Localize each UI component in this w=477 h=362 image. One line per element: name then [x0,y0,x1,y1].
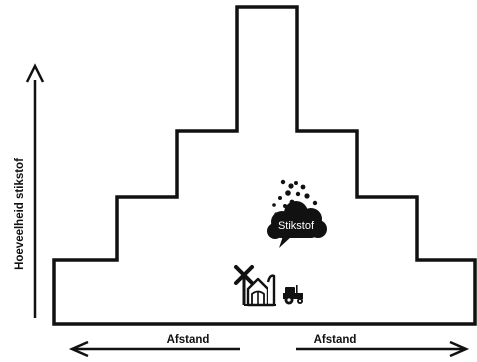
distance-right-label: Afstand [314,334,357,346]
y-axis-arrow [25,63,45,318]
farm-windmill-icon [234,265,276,307]
y-axis-label: Hoeveelheid stikstof [14,158,26,270]
distance-right-arrow [296,340,470,358]
stepped-concentration-outline [52,5,477,326]
distance-left-arrow [68,340,240,358]
cloud-label: Stikstof [278,220,315,232]
tractor-icon [283,285,303,305]
distance-left-label: Afstand [167,334,210,346]
nitrogen-cloud-icon: Stikstof [267,179,327,248]
